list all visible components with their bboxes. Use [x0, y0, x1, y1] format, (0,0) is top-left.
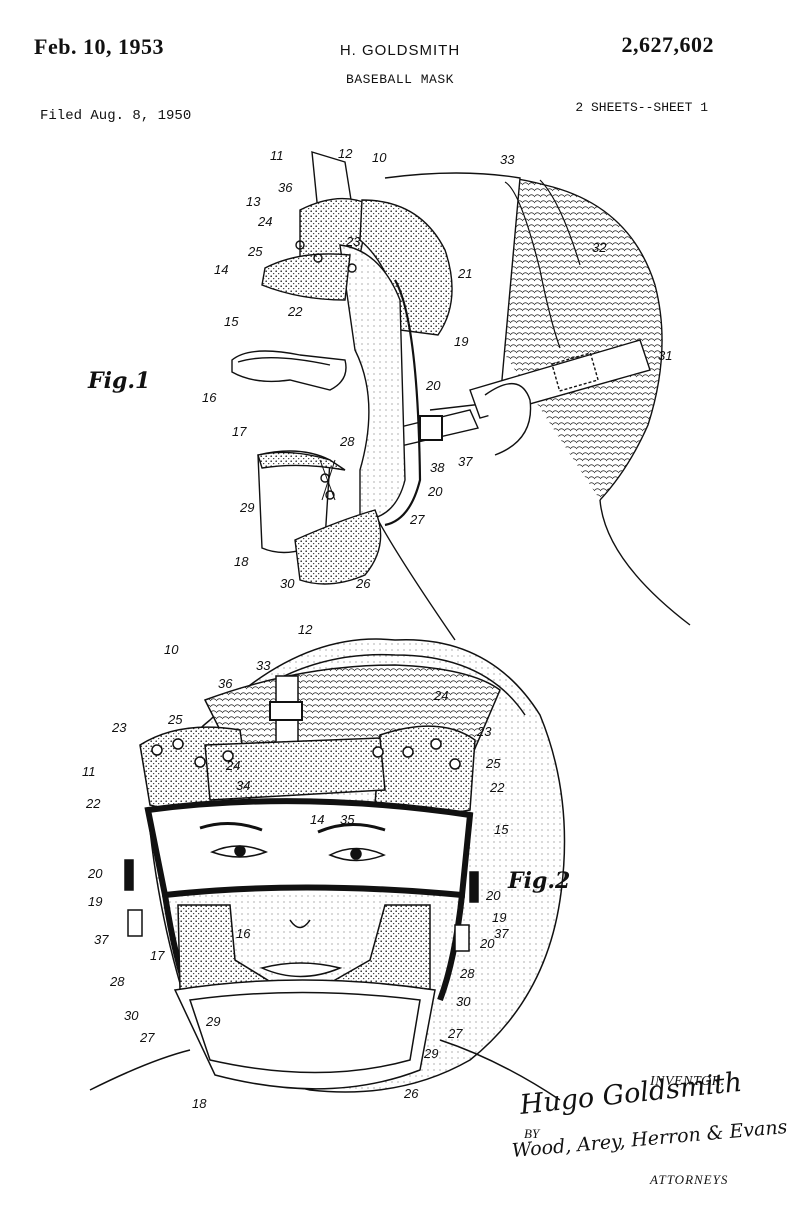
- reference-numeral: 18: [192, 1096, 207, 1111]
- by-label: BY: [524, 1126, 540, 1141]
- reference-numeral: 22: [85, 796, 101, 811]
- reference-numeral: 23: [111, 720, 127, 735]
- reference-numeral: 16: [236, 926, 251, 941]
- reference-numeral: 37: [458, 454, 473, 469]
- fig2-reference-numerals: 10 12 33 36 24 23 25 24 23 25 11 22 34 14 35 22 15 20 16 20…: [82, 622, 509, 1111]
- reference-numeral: 37: [94, 932, 109, 947]
- fig2-drawing: [89, 638, 566, 1101]
- reference-numeral: 28: [459, 966, 475, 981]
- reference-numeral: 28: [339, 434, 355, 449]
- fig1-drawing: [231, 151, 691, 641]
- reference-numeral: 36: [278, 180, 293, 195]
- reference-numeral: 20: [425, 378, 441, 393]
- reference-numeral: 30: [280, 576, 295, 591]
- reference-numeral: 31: [658, 348, 672, 363]
- reference-numeral: 37: [494, 926, 509, 941]
- patent-number: 2,627,602: [621, 32, 714, 57]
- reference-numeral: 17: [232, 424, 247, 439]
- reference-numeral: 22: [287, 304, 303, 319]
- reference-numeral: 19: [454, 334, 468, 349]
- reference-numeral: 24: [433, 688, 448, 703]
- reference-numeral: 34: [236, 778, 250, 793]
- reference-numeral: 17: [150, 948, 165, 963]
- fig1-reference-numerals: 11 12 10 36 13 24 23 25 14 21 22 15 19 16 20 17 28 29 18 30…: [202, 146, 672, 591]
- reference-numeral: 11: [270, 148, 284, 163]
- reference-numeral: 29: [239, 500, 254, 515]
- reference-numeral: 20: [427, 484, 443, 499]
- reference-numeral: 11: [82, 764, 96, 779]
- reference-numeral: 33: [500, 152, 515, 167]
- reference-numeral: 13: [246, 194, 261, 209]
- filed-date: Filed Aug. 8, 1950: [40, 108, 192, 124]
- reference-numeral: 26: [355, 576, 371, 591]
- reference-numeral: 14: [310, 812, 324, 827]
- reference-numeral: 27: [409, 512, 425, 527]
- reference-numeral: 30: [456, 994, 471, 1009]
- reference-numeral: 33: [256, 658, 271, 673]
- reference-numeral: 20: [485, 888, 501, 903]
- reference-numeral: 36: [218, 676, 233, 691]
- reference-numeral: 22: [489, 780, 505, 795]
- reference-numeral: 15: [224, 314, 239, 329]
- fig1-label: Fig.1: [87, 368, 150, 394]
- reference-numeral: 25: [247, 244, 263, 259]
- reference-numeral: 16: [202, 390, 217, 405]
- patent-title: BASEBALL MASK: [346, 72, 454, 87]
- reference-numeral: 29: [205, 1014, 220, 1029]
- reference-numeral: 27: [447, 1026, 463, 1041]
- reference-numeral: 38: [430, 460, 445, 475]
- reference-numeral: 32: [592, 240, 607, 255]
- reference-numeral: 29: [423, 1046, 438, 1061]
- reference-numeral: 12: [298, 622, 313, 637]
- reference-numeral: 15: [494, 822, 509, 837]
- reference-numeral: 23: [476, 724, 492, 739]
- attorneys-label: ATTORNEYS: [650, 1172, 729, 1187]
- reference-numeral: 23: [345, 234, 361, 249]
- reference-numeral: 14: [214, 262, 228, 277]
- inventor-name: H. GOLDSMITH: [339, 42, 461, 59]
- reference-numeral: 28: [109, 974, 125, 989]
- reference-numeral: 27: [139, 1030, 155, 1045]
- reference-numeral: 25: [167, 712, 183, 727]
- fig2-label: Fig.2: [507, 868, 570, 894]
- reference-numeral: 24: [225, 758, 240, 773]
- reference-numeral: 10: [372, 150, 387, 165]
- reference-numeral: 19: [492, 910, 506, 925]
- reference-numeral: 12: [338, 146, 353, 161]
- reference-numeral: 10: [164, 642, 179, 657]
- reference-numeral: 20: [479, 936, 495, 951]
- reference-numeral: 18: [234, 554, 249, 569]
- reference-numeral: 26: [403, 1086, 419, 1101]
- reference-numeral: 21: [457, 266, 472, 281]
- reference-numeral: 19: [88, 894, 102, 909]
- reference-numeral: 20: [87, 866, 103, 881]
- sheet-count: 2 SHEETS--SHEET 1: [575, 100, 708, 115]
- reference-numeral: 30: [124, 1008, 139, 1023]
- reference-numeral: 24: [257, 214, 272, 229]
- patent-date: Feb. 10, 1953: [34, 34, 164, 59]
- reference-numeral: 35: [340, 812, 355, 827]
- reference-numeral: 25: [485, 756, 501, 771]
- inventor-label: INVENTOR.: [650, 1074, 725, 1089]
